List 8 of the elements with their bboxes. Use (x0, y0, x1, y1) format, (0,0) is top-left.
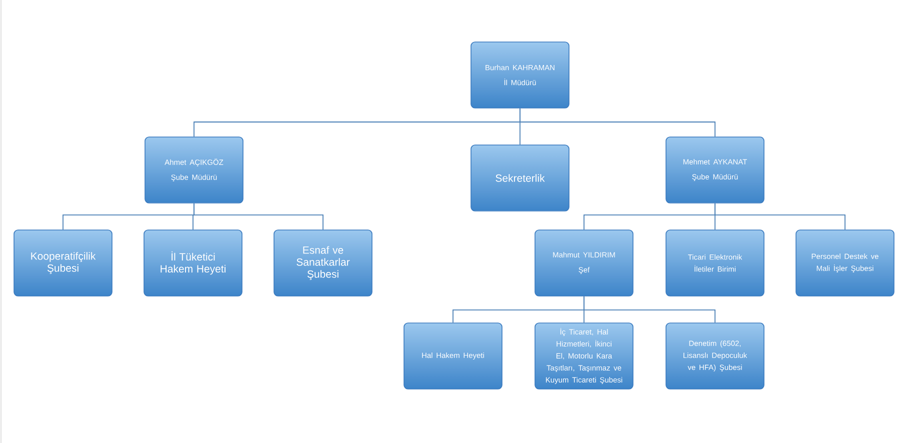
connector-line (584, 296, 716, 324)
connector-line (194, 202, 324, 230)
org-box: İl Tüketici Hakem Heyeti (144, 230, 242, 296)
org-box: Kooperatifçilik Şubesi (14, 230, 112, 296)
org-box: Esnaf ve Sanatkarlar Şubesi (274, 230, 372, 296)
connector-line (520, 108, 716, 138)
org-box: Sekreterlik (470, 144, 570, 212)
connector-line (714, 202, 846, 230)
